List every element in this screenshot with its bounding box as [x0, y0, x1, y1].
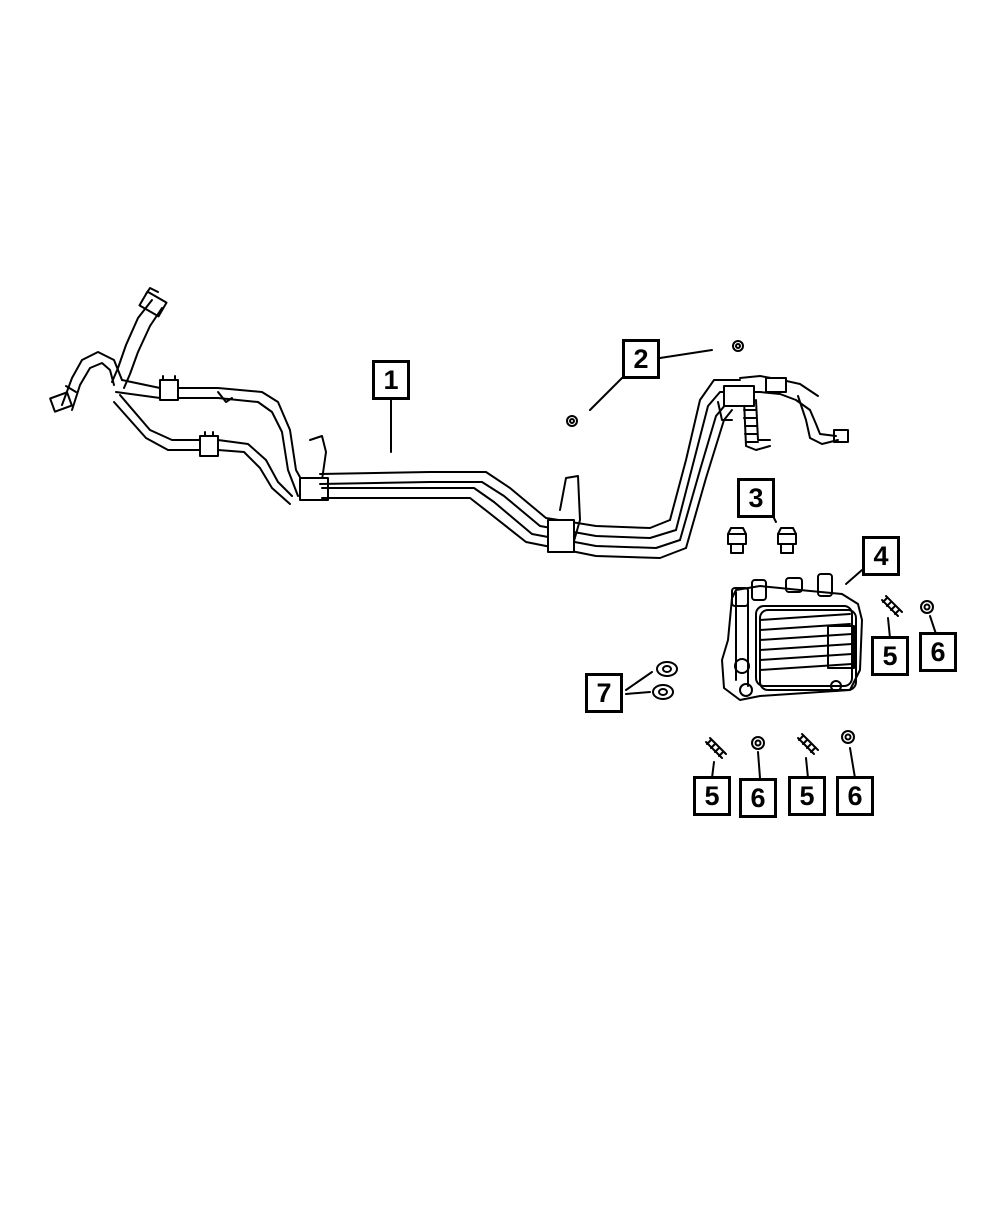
fittings-part-3	[727, 527, 797, 554]
callout-5-lower-right: 5	[788, 776, 826, 816]
callout-3: 3	[737, 478, 775, 518]
cooler-line-assembly	[49, 287, 849, 559]
callout-5-lower-left: 5	[693, 776, 731, 816]
nuts-part-2	[566, 340, 744, 427]
plugs-part-7	[652, 661, 678, 700]
nuts-part-6	[751, 600, 934, 750]
oil-cooler-part-4	[721, 573, 863, 701]
callout-4: 4	[862, 536, 900, 576]
callout-6-upper: 6	[919, 632, 957, 672]
callout-6-lower-right: 6	[836, 776, 874, 816]
studs-part-5	[705, 595, 903, 759]
leader-lines	[390, 349, 937, 779]
callout-6-lower-left: 6	[739, 778, 777, 818]
callout-5-upper: 5	[871, 636, 909, 676]
callout-2: 2	[622, 339, 660, 379]
callout-1: 1	[372, 360, 410, 400]
callout-7: 7	[585, 673, 623, 713]
